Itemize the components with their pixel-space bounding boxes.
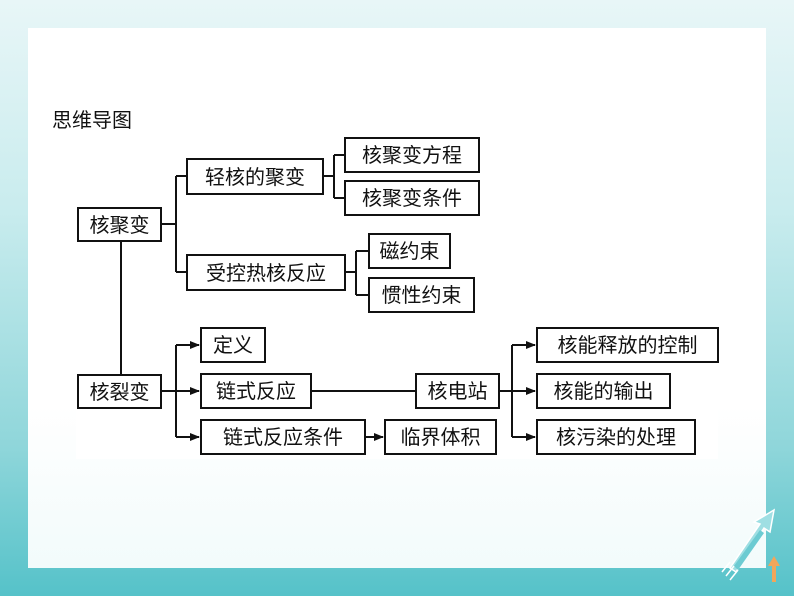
page-title: 思维导图	[52, 108, 132, 132]
node-fission: 核裂变	[77, 374, 162, 409]
node-light-nuclei-fusion: 轻核的聚变	[186, 158, 324, 195]
node-critical-volume: 临界体积	[384, 419, 497, 455]
node-fusion: 核聚变	[77, 207, 162, 242]
node-chain-reaction-conditions: 链式反应条件	[200, 419, 366, 455]
node-inertial-confinement: 惯性约束	[368, 277, 475, 313]
node-pollution-treatment: 核污染的处理	[536, 419, 696, 455]
node-nuclear-plant: 核电站	[415, 373, 500, 409]
node-definition: 定义	[200, 327, 266, 363]
node-controlled-reaction: 受控热核反应	[186, 254, 346, 291]
node-fusion-conditions: 核聚变条件	[344, 180, 480, 216]
node-magnetic-confinement: 磁约束	[368, 233, 451, 269]
node-energy-release-control: 核能释放的控制	[536, 327, 719, 363]
node-chain-reaction: 链式反应	[200, 373, 312, 409]
rocket-arrow-icon	[721, 508, 780, 582]
node-fusion-equation: 核聚变方程	[344, 137, 480, 173]
node-energy-output: 核能的输出	[536, 373, 671, 409]
